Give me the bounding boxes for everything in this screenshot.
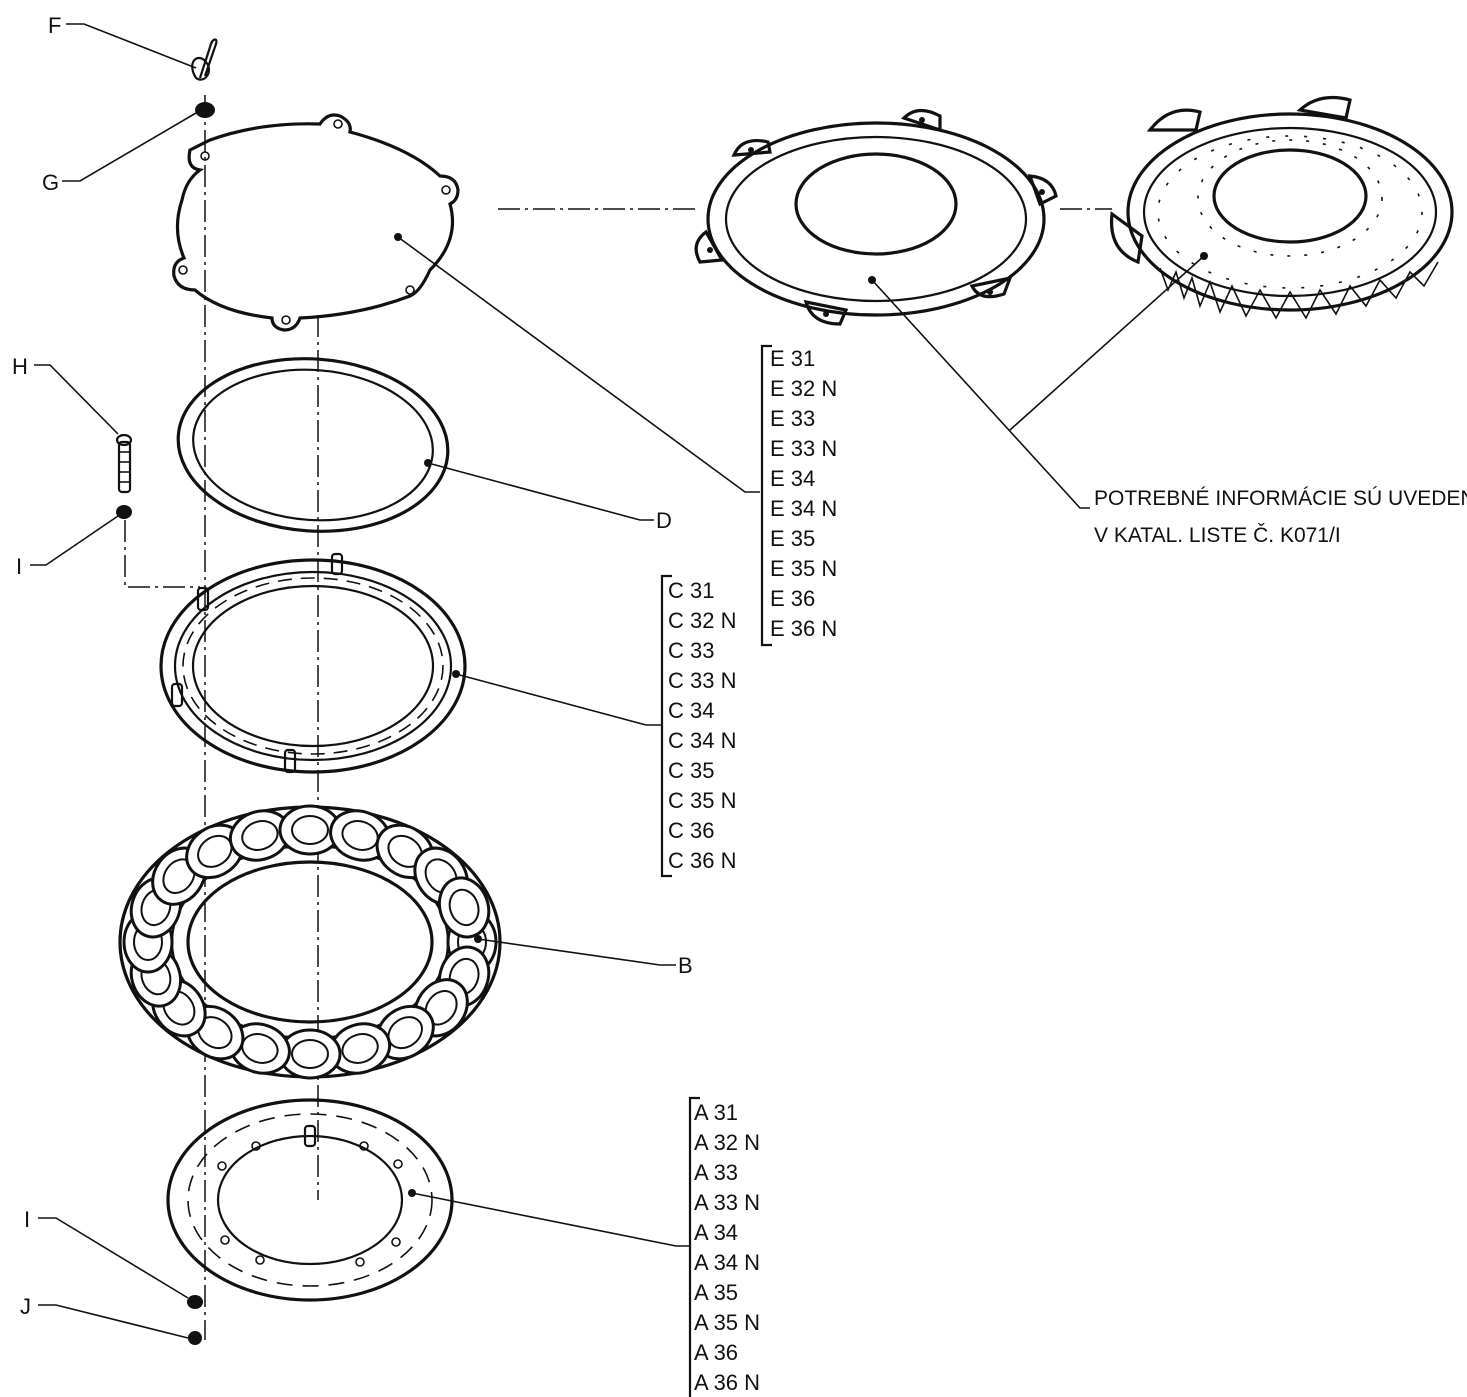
callout-i-top: I: [16, 554, 22, 579]
e-code-1: E 32 N: [770, 376, 837, 401]
e-code-0: E 31: [770, 346, 815, 371]
c-code-8: C 36: [668, 818, 714, 843]
note-line-2: V KATAL. LISTE Č. K071/I: [1094, 524, 1341, 547]
e-code-2: E 33: [770, 406, 815, 431]
a-code-1: A 32 N: [694, 1130, 760, 1155]
e-code-8: E 36: [770, 586, 815, 611]
coil-cylinder-bore: [341, 1033, 379, 1064]
e-code-5: E 34 N: [770, 496, 837, 521]
c-code-0: C 31: [668, 578, 714, 603]
callout-f: F: [48, 13, 61, 38]
e-code-6: E 35: [770, 526, 815, 551]
callout-h: H: [12, 354, 28, 379]
c-code-1: C 32 N: [668, 608, 736, 633]
nut-j: [188, 1331, 202, 1345]
bolt-h: [115, 433, 133, 494]
coil-cylinder-bore: [291, 815, 329, 845]
e-code-list: E 31 E 32 N E 33 E 33 N E 34 E 34 N E 35…: [770, 346, 837, 641]
gasket-ring-d: [176, 357, 450, 533]
flange-plate-middle: [694, 108, 1058, 326]
a-code-4: A 34: [694, 1220, 738, 1245]
a-code-7: A 35 N: [694, 1310, 760, 1335]
segment-ring-c: [159, 552, 467, 774]
c-code-list: C 31 C 32 N C 33 C 33 N C 34 C 34 N C 35…: [668, 578, 736, 873]
coil-cylinder-bore: [241, 820, 279, 851]
reference-note: POTREBNÉ INFORMÁCIE SÚ UVEDENÉ V KATAL. …: [1094, 487, 1467, 547]
top-flange-plate: [172, 113, 460, 332]
callout-b: B: [678, 953, 693, 978]
c-code-3: C 33 N: [668, 668, 736, 693]
cotter-pin-f: [191, 38, 218, 81]
a-code-6: A 35: [694, 1280, 738, 1305]
a-code-list: A 31 A 32 N A 33 A 33 N A 34 A 34 N A 35…: [694, 1100, 760, 1395]
callout-labels: F G H I D B I J: [12, 13, 693, 1319]
washer-g: [195, 102, 215, 118]
coil-cylinder-bore: [291, 1039, 329, 1069]
e-code-7: E 35 N: [770, 556, 837, 581]
a-code-2: A 33: [694, 1160, 738, 1185]
coil-cylinder: [437, 876, 491, 939]
washer-i-top: [116, 505, 132, 519]
coil-assembly-b: [118, 804, 502, 1080]
callout-d: D: [656, 508, 672, 533]
callout-i-bottom: I: [24, 1207, 30, 1232]
e-code-4: E 34: [770, 466, 815, 491]
callout-j: J: [20, 1294, 31, 1319]
c-code-9: C 36 N: [668, 848, 736, 873]
c-code-7: C 35 N: [668, 788, 736, 813]
c-code-5: C 34 N: [668, 728, 736, 753]
e-code-9: E 36 N: [770, 616, 837, 641]
bottom-ring-a: [166, 1098, 454, 1302]
a-code-0: A 31: [694, 1100, 738, 1125]
note-line-1: POTREBNÉ INFORMÁCIE SÚ UVEDENÉ: [1094, 487, 1467, 510]
washer-i-bottom: [187, 1295, 203, 1309]
c-code-6: C 35: [668, 758, 714, 783]
callout-g: G: [42, 170, 59, 195]
c-code-2: C 33: [668, 638, 714, 663]
leader-lines: [30, 23, 1205, 1397]
coil-cylinder-bore: [448, 888, 480, 927]
a-code-3: A 33 N: [694, 1190, 760, 1215]
a-code-8: A 36: [694, 1340, 738, 1365]
c-code-4: C 34: [668, 698, 714, 723]
a-code-9: A 36 N: [694, 1370, 760, 1395]
a-code-5: A 34 N: [694, 1250, 760, 1275]
e-code-3: E 33 N: [770, 436, 837, 461]
brake-plate-right: [1109, 96, 1454, 320]
